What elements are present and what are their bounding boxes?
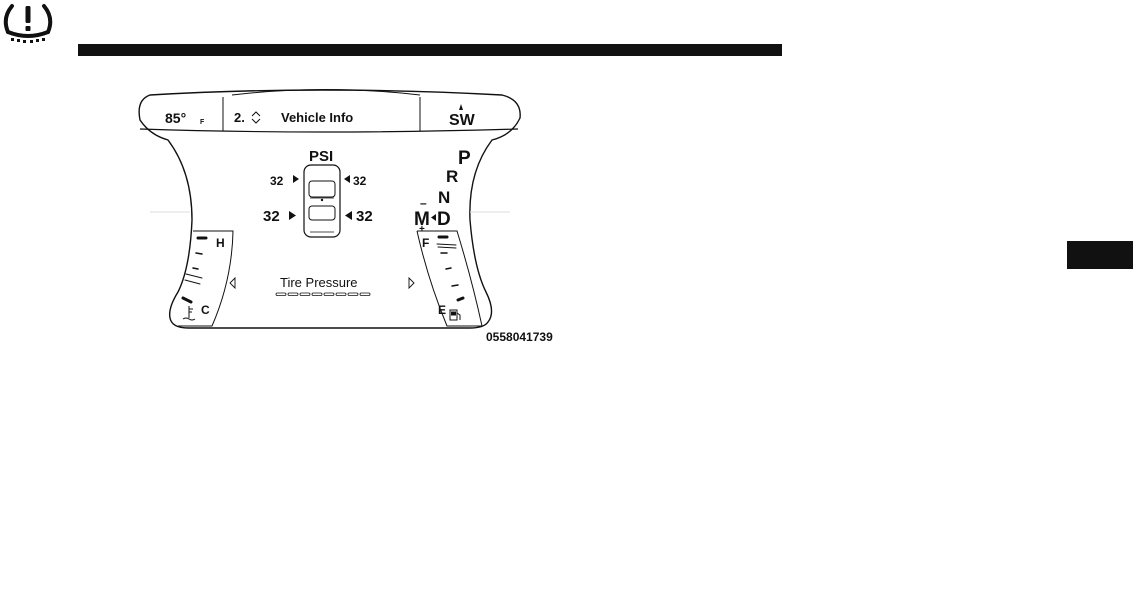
coolant-temperature-icon <box>183 306 195 320</box>
front-left-pointer-icon <box>293 175 299 183</box>
gear-pointer-icon <box>431 214 436 221</box>
fuel-pump-icon <box>450 310 460 320</box>
fuel-gauge-ticks <box>437 237 463 300</box>
gear-neutral: N <box>438 188 450 207</box>
gear-reverse: R <box>446 167 458 186</box>
compass-pointer-icon <box>459 104 463 110</box>
rear-right-pointer-icon <box>345 211 352 220</box>
gear-plus: + <box>419 224 425 235</box>
fuel-full-label: F <box>422 236 429 250</box>
gear-indicator: 2. <box>234 110 245 125</box>
temp-hot-label: H <box>216 236 225 250</box>
page-dots <box>276 293 370 296</box>
psi-label: PSI <box>309 148 333 165</box>
figure-id: 0558041739 <box>486 330 553 344</box>
temperature-readout: 85° <box>165 110 186 126</box>
tire-front-right-value: 32 <box>353 174 367 188</box>
header-divider <box>140 129 518 132</box>
gear-park: P <box>458 148 471 169</box>
tire-pressure-warning-icon <box>0 0 56 46</box>
temp-cold-label: C <box>201 303 210 317</box>
compass-heading: SW <box>449 112 476 129</box>
up-down-arrow-icon <box>252 112 260 123</box>
tire-rear-right-value: 32 <box>356 208 373 225</box>
gear-drive: D <box>437 209 451 230</box>
left-arrow-icon[interactable] <box>230 278 235 288</box>
gear-minus: – <box>420 196 427 210</box>
tire-front-left-value: 32 <box>270 174 284 188</box>
fuel-empty-label: E <box>438 303 446 317</box>
temperature-unit: F <box>200 119 205 126</box>
rear-left-pointer-icon <box>289 211 296 220</box>
right-arrow-icon[interactable] <box>409 278 414 288</box>
tire-pressure-label: Tire Pressure <box>280 275 358 290</box>
tire-rear-left-value: 32 <box>263 208 280 225</box>
front-right-pointer-icon <box>344 175 350 183</box>
menu-title: Vehicle Info <box>281 110 353 125</box>
car-top-view-icon <box>304 165 340 237</box>
